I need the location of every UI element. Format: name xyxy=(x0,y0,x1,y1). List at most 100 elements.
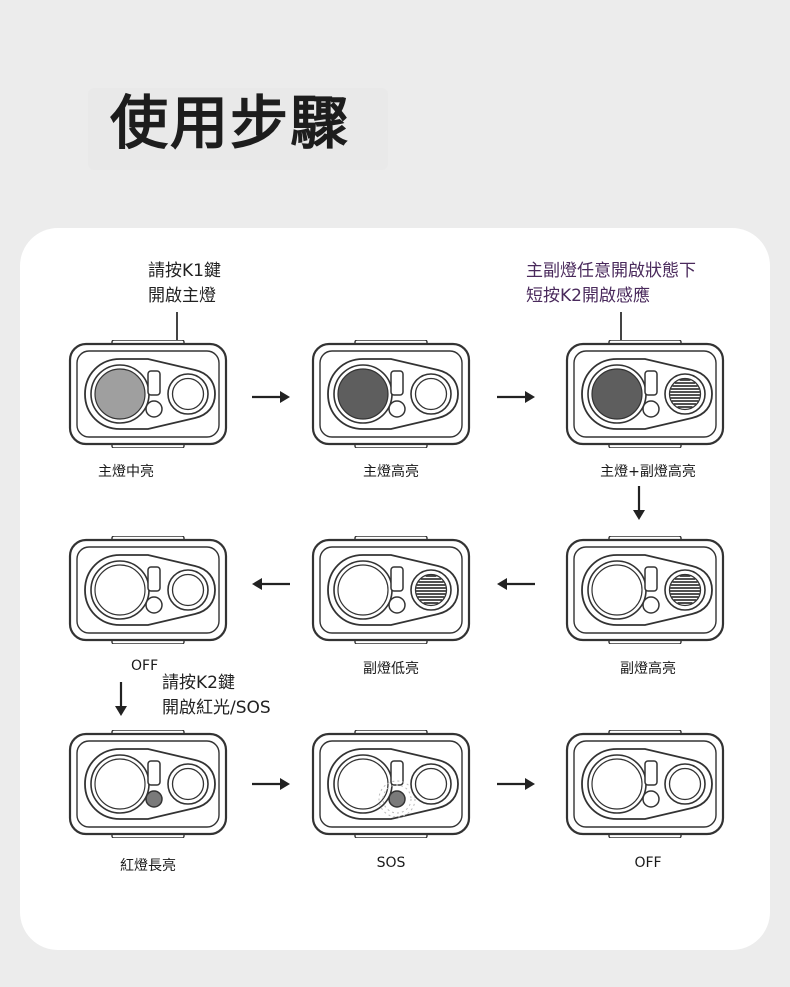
arrow-left-icon xyxy=(497,576,535,592)
note-k2-sensor-line2: 短按K2開啟感應 xyxy=(526,286,650,306)
arrow-right-icon xyxy=(497,389,535,405)
sensor-window xyxy=(147,566,161,592)
step-label-4: 副燈高亮 xyxy=(620,661,676,677)
note-k2-red-line1: 請按K2鍵 xyxy=(162,673,235,693)
side-lamp-lens xyxy=(171,767,205,801)
arrow-right-icon xyxy=(252,389,290,405)
side-lamp-lens xyxy=(171,377,205,411)
step-label-3: 主燈+副燈高亮 xyxy=(600,464,696,480)
device-frame xyxy=(573,546,717,634)
main-lamp-bezel xyxy=(333,754,393,814)
device-frame xyxy=(573,740,717,828)
step-label-2: 主燈高亮 xyxy=(363,464,419,480)
sensor-window xyxy=(644,760,658,786)
arrow-left-icon xyxy=(252,576,290,592)
leader-line-k1 xyxy=(176,312,178,342)
sensor-window xyxy=(644,566,658,592)
side-lamp-grille xyxy=(173,769,203,798)
sos-ripple-2 xyxy=(378,780,416,818)
arrow-right-icon xyxy=(497,776,535,792)
side-lamp-lens xyxy=(668,767,702,801)
headlamp-device-6 xyxy=(68,536,228,644)
side-lamp-grille xyxy=(416,769,446,798)
main-lamp-bezel xyxy=(90,560,150,620)
main-lamp-bezel xyxy=(333,560,393,620)
sos-ripple-1 xyxy=(382,784,412,814)
red-light xyxy=(145,400,163,418)
main-lamp-lens xyxy=(94,368,146,420)
title-background xyxy=(88,88,388,170)
side-lamp-lens xyxy=(171,573,205,607)
red-light xyxy=(145,596,163,614)
sensor-window xyxy=(644,370,658,396)
page-title: 使用步驟 xyxy=(110,89,351,157)
main-lamp-lens xyxy=(337,368,389,420)
note-k2-sensor: 主副燈任意開啟狀態下 短按K2開啟感應 xyxy=(526,259,696,309)
main-lamp-lens xyxy=(337,758,389,810)
note-k1-line1: 請按K1鍵 xyxy=(148,261,221,281)
side-lamp-grille xyxy=(670,379,700,408)
sensor-window xyxy=(147,760,161,786)
headlamp-device-5 xyxy=(311,536,471,644)
device-frame xyxy=(76,546,220,634)
sensor-window xyxy=(390,566,404,592)
step-label-6: OFF xyxy=(131,658,159,674)
red-light xyxy=(642,790,660,808)
sensor-window xyxy=(390,370,404,396)
step-label-7: 紅燈長亮 xyxy=(120,858,176,874)
side-lamp-lens xyxy=(668,377,702,411)
sensor-window xyxy=(390,760,404,786)
red-light xyxy=(642,596,660,614)
main-lamp-lens xyxy=(591,758,643,810)
side-lamp-grille xyxy=(670,769,700,798)
step-label-8: SOS xyxy=(376,855,406,871)
step-label-9: OFF xyxy=(634,855,662,871)
headlamp-device-4 xyxy=(565,536,725,644)
headlamp-device-9 xyxy=(565,730,725,838)
red-light xyxy=(145,790,163,808)
side-lamp-lens xyxy=(414,767,448,801)
headlamp-device-7 xyxy=(68,730,228,838)
note-k1-line2: 開啟主燈 xyxy=(148,286,216,306)
main-lamp-lens xyxy=(591,368,643,420)
arrow-right-icon xyxy=(252,776,290,792)
main-lamp-lens xyxy=(94,564,146,616)
note-k2-red-line2: 開啟紅光/SOS xyxy=(162,698,271,718)
main-lamp-bezel xyxy=(587,560,647,620)
arrow-down-icon xyxy=(113,682,129,716)
red-light xyxy=(388,400,406,418)
device-frame xyxy=(76,740,220,828)
headlamp-device-2 xyxy=(311,340,471,448)
step-label-5: 副燈低亮 xyxy=(363,661,419,677)
side-lamp-grille xyxy=(670,575,700,604)
main-lamp-bezel xyxy=(587,754,647,814)
side-lamp-grille xyxy=(173,379,203,408)
headlamp-device-3 xyxy=(565,340,725,448)
device-frame xyxy=(319,350,463,438)
headlamp-device-1 xyxy=(68,340,228,448)
side-lamp-lens xyxy=(414,573,448,607)
note-k2-red: 請按K2鍵 開啟紅光/SOS xyxy=(162,671,271,721)
red-light xyxy=(642,400,660,418)
step-label-1: 主燈中亮 xyxy=(98,464,154,480)
side-lamp-lens xyxy=(668,573,702,607)
main-lamp-glow xyxy=(338,369,388,419)
sensor-window xyxy=(147,370,161,396)
device-frame xyxy=(319,546,463,634)
side-lamp-grille xyxy=(416,575,446,604)
arrow-down-icon xyxy=(631,486,647,520)
side-lamp-lens xyxy=(414,377,448,411)
device-frame xyxy=(76,350,220,438)
side-lamp-grille xyxy=(173,575,203,604)
red-light xyxy=(388,790,406,808)
note-k1: 請按K1鍵 開啟主燈 xyxy=(148,259,221,309)
main-lamp-glow xyxy=(592,369,642,419)
device-frame xyxy=(573,350,717,438)
leader-line-k2-sensor xyxy=(620,312,622,342)
main-lamp-bezel xyxy=(90,754,150,814)
red-light xyxy=(388,596,406,614)
side-lamp-grille xyxy=(416,379,446,408)
main-lamp-lens xyxy=(94,758,146,810)
device-frame xyxy=(319,740,463,828)
main-lamp-glow xyxy=(95,369,145,419)
